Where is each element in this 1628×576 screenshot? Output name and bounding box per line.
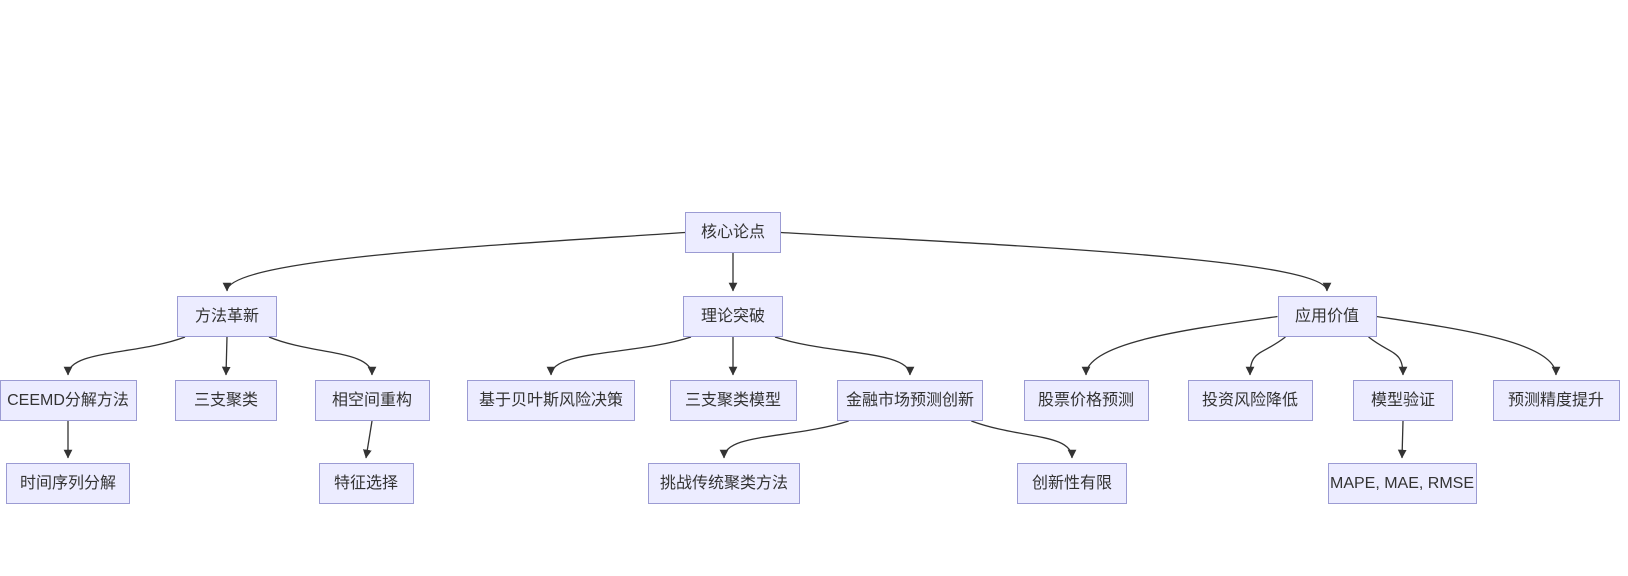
- node-label: MAPE, MAE, RMSE: [1329, 474, 1475, 492]
- node-label: 方法革新: [194, 307, 259, 325]
- flowchart-edge-theory-finance: [774, 336, 915, 376]
- flowchart-edge-root-method: [222, 231, 686, 292]
- node-label: 时间序列分解: [19, 474, 116, 492]
- flowchart-edge-validate-metrics: [1397, 420, 1407, 459]
- flowchart-node-metrics: MAPE, MAE, RMSE: [1327, 463, 1477, 504]
- flowchart-node-bayes: 基于贝叶斯风险决策: [467, 380, 635, 421]
- flowchart-edge-method-phase: [268, 336, 377, 376]
- flowchart-edge-value-validate: [1368, 336, 1408, 376]
- node-label: 三支聚类: [193, 391, 258, 409]
- flowchart-edge-root-value: [780, 231, 1332, 292]
- flowchart-node-theory: 理论突破: [683, 296, 783, 337]
- flowchart-node-challenge: 挑战传统聚类方法: [648, 463, 800, 504]
- flowchart-edge-theory-bayes: [546, 336, 692, 376]
- flowchart-node-risk: 投资风险降低: [1187, 380, 1313, 421]
- node-label: 预测精度提升: [1507, 391, 1604, 409]
- flowchart-node-stock: 股票价格预测: [1023, 380, 1149, 421]
- node-label: 应用价值: [1294, 307, 1359, 325]
- node-label: 模型验证: [1370, 391, 1435, 409]
- flowchart-edge-value-risk: [1245, 336, 1286, 376]
- flowchart-edge-method-threeway: [221, 336, 231, 376]
- flowchart-node-tsdecomp: 时间序列分解: [6, 463, 130, 504]
- node-label: 创新性有限: [1031, 474, 1112, 492]
- flowchart-node-method: 方法革新: [177, 296, 277, 337]
- node-label: 投资风险降低: [1201, 391, 1298, 409]
- node-label: 基于贝叶斯风险决策: [478, 391, 623, 409]
- node-label: 金融市场预测创新: [845, 391, 974, 409]
- flowchart-edge-method-ceemd: [63, 336, 186, 376]
- flowchart-node-value: 应用价值: [1277, 296, 1377, 337]
- flowchart-node-phase: 相空间重构: [314, 380, 430, 421]
- flowchart-edge-value-accuracy: [1376, 315, 1561, 376]
- flowchart-edge-phase-feature: [362, 420, 373, 459]
- flowchart-node-ceemd: CEEMD分解方法: [0, 380, 137, 421]
- flowchart-node-accuracy: 预测精度提升: [1492, 380, 1620, 421]
- flowchart-edge-finance-limited: [971, 420, 1077, 459]
- flowchart-node-twcmodel: 三支聚类模型: [669, 380, 797, 421]
- flowchart-edge-finance-challenge: [719, 420, 849, 459]
- node-label: 理论突破: [700, 307, 765, 325]
- flowchart-node-limited: 创新性有限: [1017, 463, 1127, 504]
- flowchart-edge-value-stock: [1081, 315, 1278, 376]
- flowchart-node-feature: 特征选择: [318, 463, 414, 504]
- node-label: 核心论点: [700, 223, 765, 241]
- flowchart-node-root: 核心论点: [685, 212, 781, 253]
- node-label: 股票价格预测: [1037, 391, 1134, 409]
- flowchart-node-threeway: 三支聚类: [175, 380, 277, 421]
- node-label: 挑战传统聚类方法: [659, 474, 788, 492]
- node-label: 相空间重构: [331, 391, 412, 409]
- node-label: 特征选择: [333, 474, 398, 492]
- flowchart-node-validate: 模型验证: [1353, 380, 1453, 421]
- node-label: 三支聚类模型: [684, 391, 781, 409]
- flowchart-node-finance: 金融市场预测创新: [837, 380, 983, 421]
- node-label: CEEMD分解方法: [7, 391, 129, 409]
